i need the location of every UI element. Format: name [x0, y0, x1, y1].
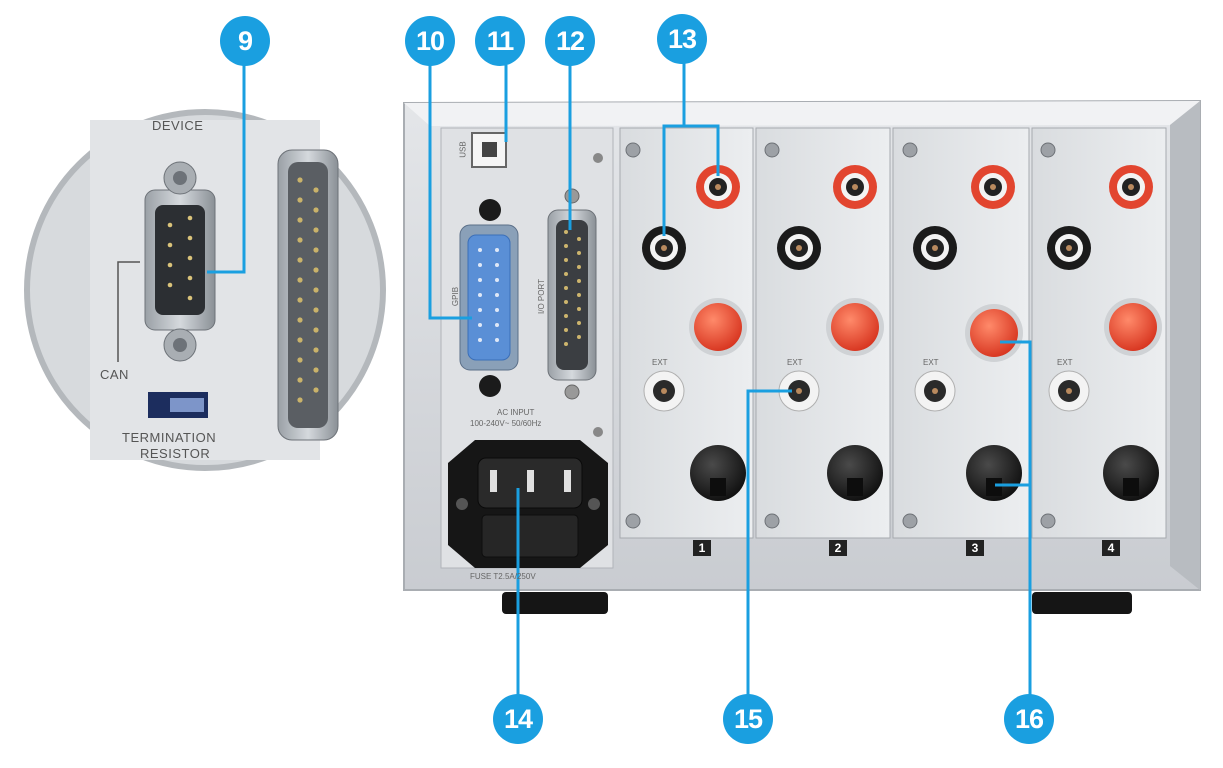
callout-9: 9 — [220, 16, 270, 66]
channel-module-4 — [1031, 127, 1167, 539]
callout-12: 12 — [545, 16, 595, 66]
device-label: DEVICE — [152, 118, 204, 133]
callout-10: 10 — [405, 16, 455, 66]
callout-13: 13 — [657, 14, 707, 64]
ext-label-3: EXT — [923, 358, 939, 367]
usb-label: USB — [458, 141, 468, 158]
leader-lines — [207, 62, 1032, 695]
callout-16: 16 — [1004, 694, 1054, 744]
ac-rating-label: 100-240V~ 50/60Hz — [470, 419, 542, 428]
channel-number-1: 1 — [693, 540, 711, 556]
channel-number-4: 4 — [1102, 540, 1120, 556]
gpib-label: GPIB — [451, 286, 461, 307]
channel-modules — [619, 127, 1167, 539]
resistor-label: RESISTOR — [140, 446, 211, 461]
channel-module-1 — [619, 127, 754, 539]
callout-15: 15 — [723, 694, 773, 744]
ac-input-label: AC INPUT — [497, 408, 535, 417]
termination-label: TERMINATION — [122, 430, 217, 445]
ext-label-1: EXT — [652, 358, 668, 367]
ext-label-4: EXT — [1057, 358, 1073, 367]
can-label: CAN — [100, 367, 129, 382]
ext-label-2: EXT — [787, 358, 803, 367]
fuse-label: FUSE T2.5A/250V — [470, 572, 536, 581]
callout-11: 11 — [475, 16, 525, 66]
callout-14: 14 — [493, 694, 543, 744]
io-port-label: I/O PORT — [536, 279, 546, 314]
channel-number-3: 3 — [966, 540, 984, 556]
magnified-inset — [24, 109, 386, 471]
channel-number-2: 2 — [829, 540, 847, 556]
channel-module-2 — [755, 127, 891, 539]
channel-module-3 — [892, 127, 1030, 539]
